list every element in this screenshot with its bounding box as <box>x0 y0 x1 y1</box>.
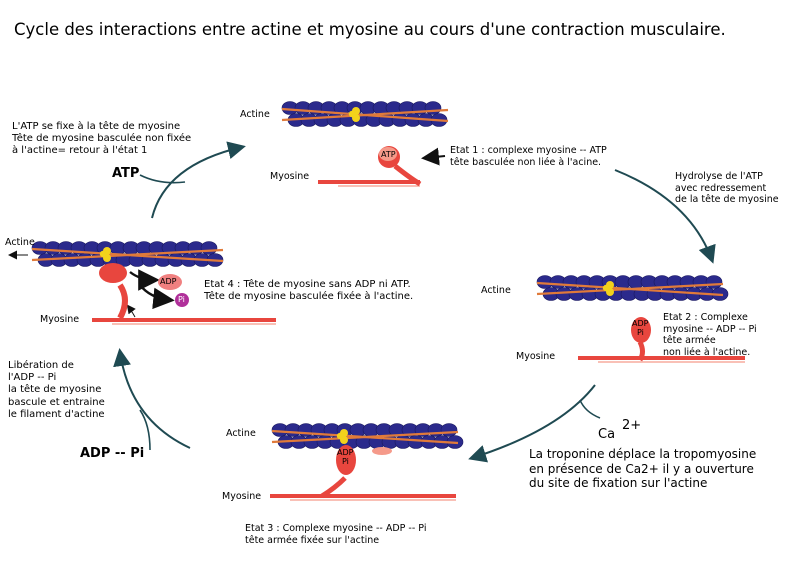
state4-myosine-label: Myosine <box>40 314 80 325</box>
state3-myosin-neck <box>320 476 347 499</box>
state1-myosin-filament <box>318 180 420 187</box>
liberation-note: Libération de l'ADP -- Pi la tête de myo… <box>8 360 105 420</box>
state4-myosin-filament <box>92 318 276 325</box>
state2-actin-filament <box>536 275 729 301</box>
state2-adp-label: ADP <box>632 319 649 328</box>
cycle-label-atp: ATP <box>112 166 140 181</box>
actin-filaments <box>31 101 729 449</box>
top-left-note: L'ATP se fixe à la tête de myosine Tête … <box>12 121 192 157</box>
state1-myosin-neck <box>393 164 422 187</box>
cycle-arrow-to-state4 <box>113 348 191 449</box>
state3-adp-label: ADP <box>337 448 354 457</box>
cycle-arrow-to-state1 <box>151 141 246 219</box>
state4-adp-bead <box>158 274 182 290</box>
state4-myosin-head <box>99 263 127 283</box>
state3-actin-filament <box>271 423 464 449</box>
state1-myosine-label: Myosine <box>270 171 310 182</box>
state4-pi-release-arrow <box>139 284 175 310</box>
state3-troponin-site <box>372 447 392 455</box>
calcium-label: Ca <box>598 427 616 442</box>
state1-atp-bead <box>379 147 397 161</box>
state1-atp-label: ATP <box>381 150 396 159</box>
state2-myosine-label: Myosine <box>516 351 556 362</box>
state4-description: Etat 4 : Tête de myosine sans ADP ni ATP… <box>204 279 414 303</box>
cycle-label-adp-pi: ADP -- Pi <box>80 446 145 461</box>
state1-description: Etat 1 : complexe myosine -- ATP tête ba… <box>450 145 607 168</box>
cycle-arrow-atp-branch <box>139 174 186 184</box>
state4-pi-label: Pi <box>178 295 185 304</box>
state4-pi-bead <box>175 293 189 307</box>
state3-myosin-filament <box>270 494 456 501</box>
state2-description: Etat 2 : Complexe myosine -- ADP -- Pi t… <box>663 312 757 358</box>
state2-pi-label: Pi <box>637 328 644 337</box>
troponine-note: La troponine déplace la tropomyosine en … <box>529 447 757 491</box>
state1-pointer-arrow <box>421 147 446 166</box>
state4-head-swing-arrow <box>126 304 136 318</box>
state4-myosin-neck <box>117 283 128 320</box>
state4-actin-filament <box>31 241 224 267</box>
cycle-arrow-ca-branch <box>579 399 601 419</box>
calcium-charge: 2+ <box>622 418 642 433</box>
state4-adp-label: ADP <box>160 277 177 286</box>
cycle-arrow-adp-branch <box>139 409 151 451</box>
state2-myosin-neck <box>637 340 645 362</box>
state1-actine-label: Actine <box>240 109 270 120</box>
state2-actine-label: Actine <box>481 285 511 296</box>
state2-myosin-filament <box>578 356 745 363</box>
state1-actin-filament <box>281 101 449 127</box>
page-title: Cycle des interactions entre actine et m… <box>14 20 726 39</box>
cycle-arrow-to-state3 <box>468 384 596 463</box>
state4-actine-label: Actine <box>5 237 35 248</box>
state3-pi-label: Pi <box>342 457 349 466</box>
state2-myosin-head <box>631 317 651 343</box>
cycle-arrow-to-state2 <box>614 169 716 264</box>
myosin-filaments <box>92 180 745 501</box>
state3-description: Etat 3 : Complexe myosine -- ADP -- Pi t… <box>245 523 427 546</box>
state3-actine-label: Actine <box>226 428 256 439</box>
state3-myosine-label: Myosine <box>222 491 262 502</box>
state4-adp-release-arrow <box>129 269 160 291</box>
state3-myosin-head <box>336 445 356 475</box>
hydrolyse-note: Hydrolyse de l'ATP avec redressement de … <box>675 171 779 206</box>
